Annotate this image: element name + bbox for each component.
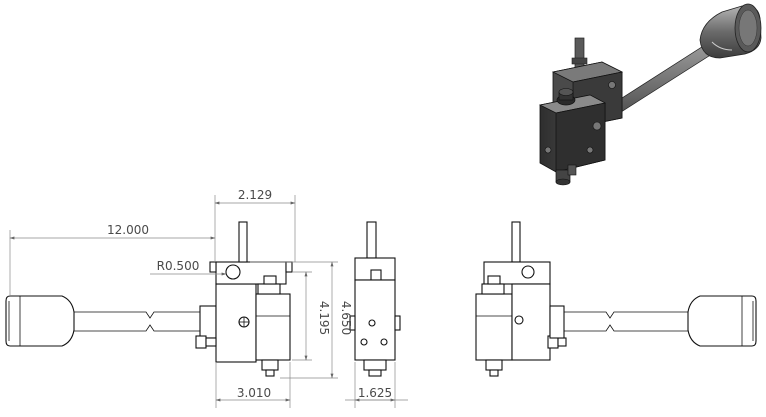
dim-height-outer: 4.650 [339, 301, 353, 335]
iso-handle-grip [699, 3, 762, 59]
dim-depth: 1.625 [358, 386, 392, 400]
dim-height-inner: 4.195 [317, 301, 331, 335]
rear-view [475, 221, 757, 377]
dim-radius: R0.500 [157, 259, 200, 273]
side-view [349, 221, 401, 377]
dimension-lines [9, 195, 408, 408]
dim-length: 12.000 [107, 223, 149, 237]
dim-width-top: 2.129 [238, 188, 272, 202]
front-view [5, 221, 293, 377]
isometric-view [538, 3, 762, 186]
dim-width-bottom: 3.010 [237, 386, 271, 400]
